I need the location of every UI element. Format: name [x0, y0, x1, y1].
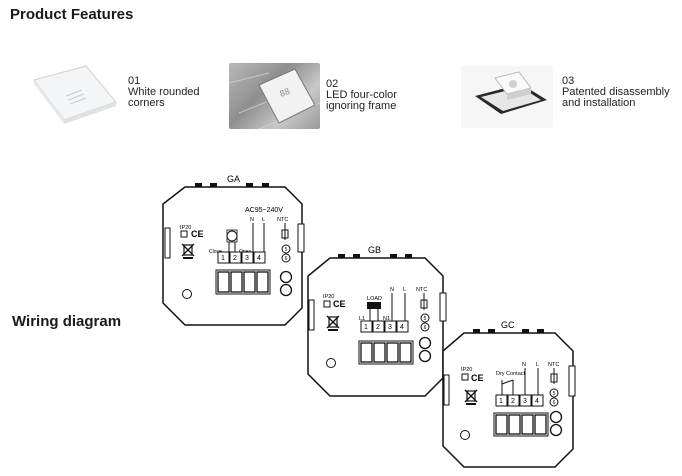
feature-number: 03 [562, 75, 575, 87]
svg-text:6: 6 [285, 256, 288, 262]
svg-text:1: 1 [499, 398, 503, 405]
feature-text: LED four-color ignoring frame [326, 89, 397, 112]
svg-text:4: 4 [257, 255, 261, 262]
diagram-gc-n: N [522, 362, 526, 368]
feature-text: White rounded corners [128, 86, 200, 109]
svg-text:5: 5 [424, 316, 427, 322]
feature-thumb-rounded-corners [24, 62, 124, 128]
diagram-gb-ip: IP20 [323, 294, 334, 300]
diagram-ga-l: L [262, 217, 265, 223]
diagram-ga: GA IP20 CE AC95~240V N L NTC Close Open … [162, 174, 305, 326]
svg-text:1: 1 [221, 255, 225, 262]
svg-text:1: 1 [364, 324, 368, 331]
svg-text:88: 88 [278, 86, 291, 99]
diagram-gb-n1: N1 [383, 316, 390, 322]
svg-text:2: 2 [233, 255, 237, 262]
svg-text:3: 3 [523, 398, 527, 405]
svg-text:5: 5 [285, 247, 288, 253]
diagram-gc-dry-contact: Dry Contact [496, 371, 526, 377]
svg-text:4: 4 [400, 324, 404, 331]
diagram-ga-ntc: NTC [277, 217, 288, 223]
wiring-diagram-heading: Wiring diagram [12, 313, 122, 330]
feature-number: 01 [128, 75, 141, 87]
feature-thumb-led-frame: 88 [228, 63, 321, 130]
feature-thumb-disassembly [461, 66, 553, 128]
diagram-gb-ntc: NTC [416, 287, 427, 293]
svg-text:3: 3 [388, 324, 392, 331]
svg-text:4: 4 [535, 398, 539, 405]
diagram-ga-close: Close [209, 249, 222, 255]
diagram-gc-ntc: NTC [548, 362, 559, 368]
diagram-ga-voltage: AC95~240V [245, 207, 283, 214]
diagram-gb-n: N [390, 287, 394, 293]
product-features-heading: Product Features [10, 6, 134, 23]
diagram-gc: GC IP20 CE Dry Contact N L NTC 1 2 3 4 5 6 [442, 320, 576, 468]
diagram-gb-ce: CE [333, 299, 346, 309]
diagram-ga-ip: IP20 [180, 225, 191, 231]
diagram-gc-ce: CE [471, 373, 484, 383]
feature-number: 02 [326, 78, 339, 90]
diagram-gb-load: LOAD [367, 296, 382, 302]
diagram-gc-l: L [536, 362, 539, 368]
diagram-gc-title: GC [501, 320, 515, 330]
diagram-gb-l: L [403, 287, 406, 293]
svg-text:6: 6 [424, 325, 427, 331]
svg-text:6: 6 [553, 400, 556, 406]
svg-text:2: 2 [511, 398, 515, 405]
diagram-ga-title: GA [227, 174, 240, 184]
feature-text: Patented disassembly and installation [562, 86, 670, 109]
svg-text:5: 5 [553, 391, 556, 397]
svg-text:2: 2 [376, 324, 380, 331]
diagram-gb-title: GB [368, 245, 381, 255]
diagram-ga-ce: CE [191, 229, 204, 239]
diagram-gc-ip: IP20 [461, 367, 472, 373]
diagram-gb-l1: L1 [359, 316, 365, 322]
diagram-ga-n: N [250, 217, 254, 223]
svg-text:3: 3 [245, 255, 249, 262]
diagram-gb: GB IP20 CE LOAD L1 N1 N L NTC 1 2 3 4 5 6 [307, 245, 447, 397]
